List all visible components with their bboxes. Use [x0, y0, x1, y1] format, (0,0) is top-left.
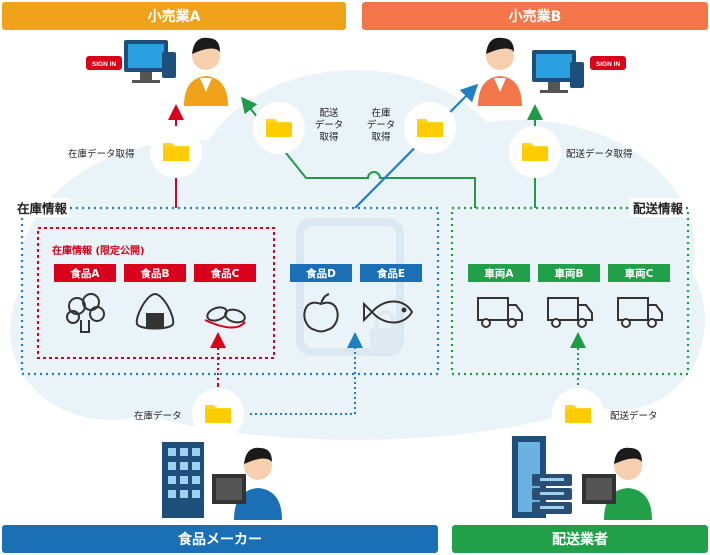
- person-icon-retailer-a: [184, 37, 228, 106]
- food-tag-e: 食品E: [360, 264, 422, 282]
- onigiri-icon: [135, 292, 175, 330]
- folder-inventory-data: [192, 388, 244, 440]
- food-tag-d: 食品D: [290, 264, 352, 282]
- broccoli-icon: [66, 293, 105, 333]
- delivery-company-footer: 配送業者: [452, 525, 708, 553]
- phone-icon-b: [570, 62, 584, 88]
- phone-icon-a: [162, 52, 176, 78]
- delivery-fetch-label: 配送データ取得: [566, 149, 633, 160]
- sign-in-button-b[interactable]: SIGN IN: [590, 56, 626, 70]
- person-icon-retailer-b: [478, 37, 522, 106]
- limited-inventory-box: [37, 227, 275, 359]
- delivery-info-label: 配送情報: [630, 198, 687, 217]
- vehicle-tag-c: 車両C: [608, 264, 670, 282]
- limited-inventory-label: 在庫情報 (限定公開): [52, 246, 145, 257]
- monitor-icon-a: [124, 40, 168, 83]
- delivery-data-label: 配送データ: [610, 411, 658, 422]
- folder-inventory-fetch-b: [404, 102, 456, 154]
- inventory-info-label: 在庫情報: [14, 198, 71, 217]
- apple-icon: [303, 293, 339, 333]
- server-icon: [532, 474, 572, 514]
- vehicle-tag-b: 車両B: [538, 264, 600, 282]
- inventory-fetch-label: 在庫データ取得: [68, 149, 135, 160]
- inventory-fetch-stacked-label: 在庫 データ 取得: [364, 108, 398, 144]
- food-tag-c: 食品C: [194, 264, 256, 282]
- food-maker-footer: 食品メーカー: [2, 525, 438, 553]
- inventory-info-box: [20, 206, 440, 376]
- sign-in-label-b: SIGN IN: [596, 61, 621, 68]
- inventory-fetch-stacked-text: 在庫 データ 取得: [366, 108, 396, 143]
- delivery-fetch-stacked-text: 配送 データ 取得: [314, 108, 344, 143]
- folder-delivery-fetch-a: [253, 102, 305, 154]
- folder-delivery-fetch-b: [509, 126, 561, 178]
- retailer-a-header: 小売業A: [2, 2, 346, 30]
- person-icon-delivery: [582, 447, 652, 520]
- food-tag-b: 食品B: [124, 264, 186, 282]
- retailer-b-header: 小売業B: [362, 2, 708, 30]
- tablet-watermark: [296, 218, 404, 356]
- vehicle-tag-a: 車両A: [468, 264, 530, 282]
- delivery-fetch-stacked-label: 配送 データ 取得: [312, 108, 346, 144]
- delivery-info-box: [450, 206, 690, 376]
- folder-inventory-fetch: [150, 126, 202, 178]
- office-building-icon: [162, 442, 204, 518]
- inventory-data-label: 在庫データ: [134, 411, 182, 422]
- monitor-icon-b: [532, 50, 576, 93]
- folder-delivery-data: [552, 388, 604, 440]
- arrow-maker-to-other: [250, 332, 363, 415]
- sign-in-label-a: SIGN IN: [92, 61, 117, 68]
- person-icon-food-maker: [212, 447, 282, 520]
- fish-icon: [363, 300, 414, 324]
- sign-in-button-a[interactable]: SIGN IN: [86, 56, 122, 70]
- arrow-inventory-to-retailer-b: [354, 83, 479, 209]
- sausage-icon: [204, 306, 246, 329]
- food-tag-a: 食品A: [54, 264, 116, 282]
- arrow-delivery-to-retailer-a: [241, 96, 476, 208]
